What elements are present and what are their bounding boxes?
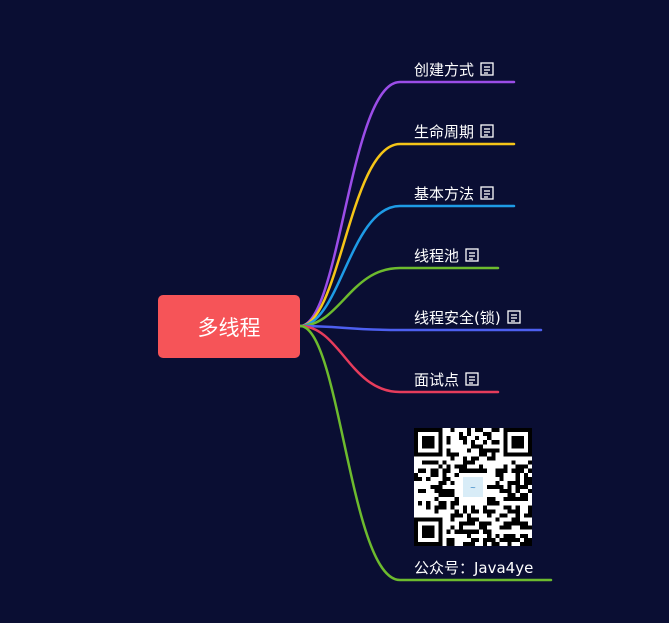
connector-6 <box>298 324 553 582</box>
branch-basic-methods[interactable]: 基本方法 <box>414 182 494 204</box>
root-topic[interactable]: 多线程 <box>158 295 300 358</box>
branch-interview-points[interactable]: 面试点 <box>414 368 479 390</box>
note-icon[interactable] <box>480 186 494 200</box>
branch-label: 生命周期 <box>414 122 475 141</box>
branch-lifecycle[interactable]: 生命周期 <box>414 120 494 142</box>
connector-4 <box>298 324 543 332</box>
branch-thread-safety[interactable]: 线程安全(锁) <box>414 306 521 328</box>
svg-text:~: ~ <box>470 483 476 492</box>
connector-0 <box>298 80 516 328</box>
branch-create-methods[interactable]: 创建方式 <box>414 58 494 80</box>
branch-label: 面试点 <box>414 370 460 389</box>
note-icon[interactable] <box>465 372 479 386</box>
connector-1 <box>298 142 516 328</box>
connector-2 <box>298 204 516 328</box>
branch-label: 基本方法 <box>414 184 475 203</box>
connector-3 <box>298 266 500 328</box>
branch-thread-pool[interactable]: 线程池 <box>414 244 479 266</box>
note-icon[interactable] <box>507 310 521 324</box>
branch-label: 线程安全(锁) <box>414 308 501 327</box>
note-icon[interactable] <box>480 62 494 76</box>
branch-label: 公众号：Java4ye <box>414 559 534 577</box>
root-topic-label: 多线程 <box>197 315 261 340</box>
branch-label: 创建方式 <box>414 60 475 79</box>
qr-code-icon: ~ <box>414 428 532 546</box>
branch-wechat-account[interactable]: 公众号：Java4ye <box>414 557 533 578</box>
note-icon[interactable] <box>480 124 494 138</box>
branch-label: 线程池 <box>414 246 460 265</box>
note-icon[interactable] <box>465 248 479 262</box>
connector-5 <box>298 324 500 394</box>
